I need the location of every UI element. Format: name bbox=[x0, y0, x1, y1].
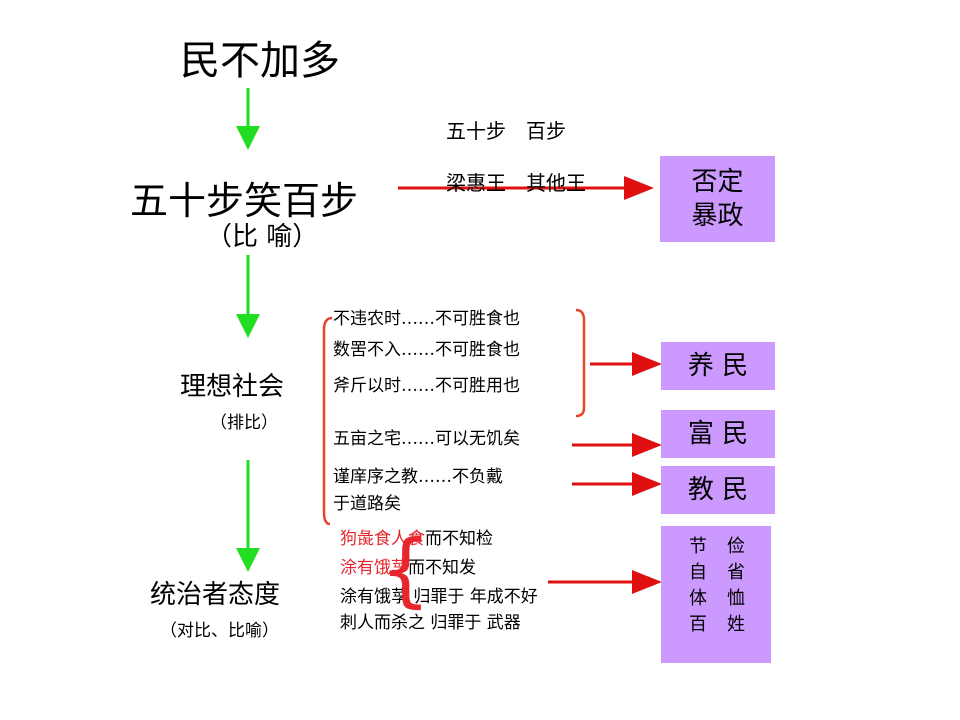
box-ruler-advice: 节 自 体 百 俭 省 恤 姓 bbox=[661, 526, 771, 663]
ideal-line: 于道路矣 bbox=[333, 494, 401, 514]
box-educate-label: 教 民 bbox=[687, 475, 749, 505]
advice-char: 体 bbox=[689, 588, 707, 609]
advice-char: 百 bbox=[689, 614, 707, 635]
ruler-line-text: 刺人而杀之 归罪于 武器 bbox=[340, 613, 521, 633]
advice-char: 姓 bbox=[727, 614, 745, 635]
ideal-line: 五亩之宅……可以无饥矣 bbox=[333, 429, 520, 449]
box-nurture-label: 养 民 bbox=[687, 351, 749, 381]
ideal-left-bracket bbox=[322, 316, 333, 526]
ideal-right-bracket bbox=[575, 308, 586, 418]
ruler-line-highlight: 狗彘食人食 bbox=[340, 529, 425, 549]
ideal-line: 斧斤以时……不可胜用也 bbox=[333, 376, 520, 396]
ruler-line-text: 涂有饿莩 归罪于 年成不好 bbox=[340, 587, 538, 607]
box-educate-people: 教 民 bbox=[661, 466, 775, 514]
node-fifty-steps: 五十步笑百步 bbox=[130, 179, 359, 223]
comparison-line-2: 梁惠王 其他王 bbox=[446, 171, 586, 195]
ruler-line: 刺人而杀之 归罪于 武器 bbox=[340, 612, 521, 634]
box-negate-line-2: 暴政 bbox=[691, 201, 744, 231]
box-nurture-people: 养 民 bbox=[661, 342, 775, 390]
advice-char: 省 bbox=[727, 562, 745, 583]
box-enrich-people: 富 民 bbox=[661, 410, 775, 458]
ruler-line: 涂有饿莩 归罪于 年成不好 bbox=[340, 586, 538, 608]
node-ruler-attitude-note: （对比、比喻） bbox=[160, 621, 279, 641]
red-brace: { bbox=[380, 523, 431, 616]
node-ideal-society-note: （排比） bbox=[210, 413, 278, 433]
advice-char: 俭 bbox=[727, 536, 745, 557]
ruler-line-text: 而不知检 bbox=[425, 529, 493, 549]
ideal-line: 谨庠序之教……不负戴 bbox=[333, 467, 503, 487]
box-negate-tyranny: 否定 暴政 bbox=[660, 156, 775, 242]
ideal-line: 不违农时……不可胜食也 bbox=[333, 309, 520, 329]
box-enrich-label: 富 民 bbox=[687, 419, 749, 449]
advice-char: 恤 bbox=[727, 588, 745, 609]
box-negate-line-1: 否定 bbox=[691, 167, 744, 197]
node-ruler-attitude: 统治者态度 bbox=[150, 580, 281, 610]
main-title: 民不加多 bbox=[180, 38, 340, 84]
advice-col-1: 节 自 体 百 bbox=[689, 534, 707, 638]
advice-char: 节 bbox=[689, 536, 707, 557]
ruler-line: 狗彘食人食而不知检 bbox=[340, 528, 493, 550]
ideal-line: 数罟不入……不可胜食也 bbox=[333, 340, 520, 360]
node-fifty-steps-note: （比 喻） bbox=[206, 222, 319, 252]
comparison-line-1: 五十步 百步 bbox=[446, 119, 566, 143]
node-ideal-society: 理想社会 bbox=[180, 372, 285, 402]
ruler-line-highlight: 涂有饿莩 bbox=[340, 558, 408, 578]
ruler-line: 涂有饿莩而不知发 bbox=[340, 557, 476, 579]
ruler-line-text: 而不知发 bbox=[408, 558, 476, 578]
advice-col-2: 俭 省 恤 姓 bbox=[727, 534, 745, 638]
advice-char: 自 bbox=[689, 562, 707, 583]
